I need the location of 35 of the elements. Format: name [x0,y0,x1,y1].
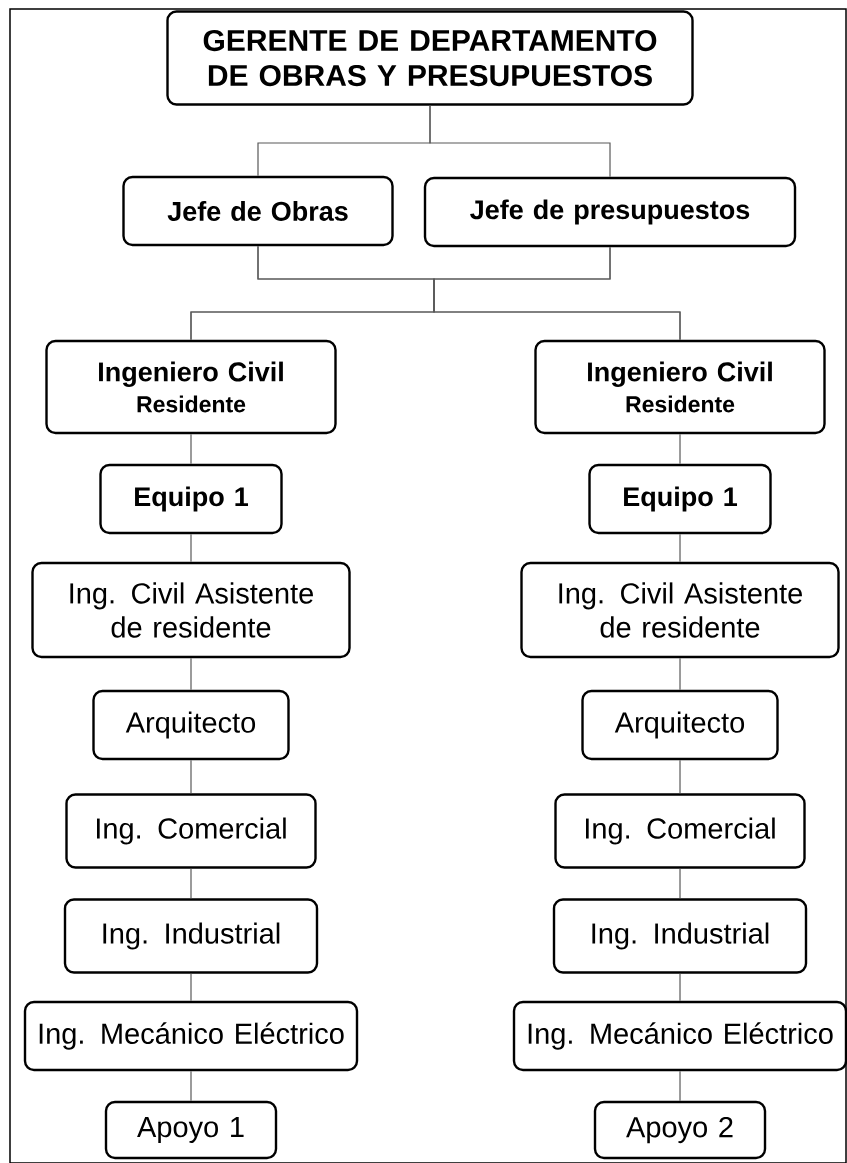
connector-line [679,533,681,563]
connector-line [429,105,611,178]
connector-line [679,657,681,691]
connector-line [190,973,192,1002]
role-box: Ing. Industrial [552,898,808,974]
connector-line [190,657,192,691]
connector-line [190,533,192,563]
role-box: Ing. Comercial [65,793,317,869]
role-box: Ing. Mecánico Eléctrico [512,1000,847,1072]
connector-line [679,759,681,794]
role-box: Arquitecto [92,689,290,761]
role-box: Jefe de Obras [122,175,394,247]
role-box: Ing. Comercial [554,793,806,869]
connector-line [679,1070,681,1102]
role-box: Apoyo 1 [104,1100,278,1160]
role-box: Ingeniero Civil Residente [45,339,337,435]
connector-line [190,1070,192,1102]
connector-line [190,759,192,794]
role-box: GERENTE DE DEPARTAMENTO DE OBRAS Y PRESUPUESTOS [166,10,694,106]
connector-line [679,973,681,1002]
role-box: Arquitecto [581,689,779,761]
role-box: Equipo 1 [588,463,772,535]
role-box: Apoyo 2 [593,1100,767,1160]
connector-line [679,433,681,465]
connector-line [679,868,681,899]
role-box: Jefe de presupuestos [423,176,797,248]
role-box: Ing. Civil Asistente de residente [520,561,840,659]
role-box: Ing. Civil Asistente de residente [31,561,351,659]
role-box: Equipo 1 [99,463,283,535]
connector-line [190,868,192,899]
connector-line [433,246,681,341]
role-box: Ingeniero Civil Residente [534,339,826,435]
connector-line [190,433,192,465]
role-box: Ing. Industrial [63,898,319,974]
role-box: Ing. Mecánico Eléctrico [23,1000,359,1072]
